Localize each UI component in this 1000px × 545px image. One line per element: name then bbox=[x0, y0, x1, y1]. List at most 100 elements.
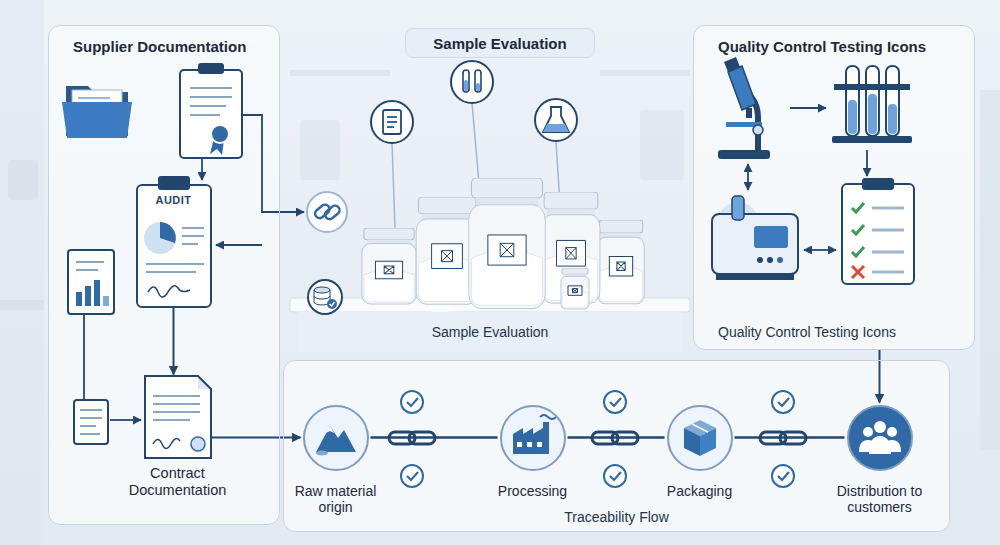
chain-link bbox=[780, 432, 806, 444]
step-ring bbox=[301, 403, 371, 473]
box-icon bbox=[692, 424, 708, 432]
results-clipboard bbox=[842, 184, 914, 284]
document-label: Contract Documentation bbox=[113, 465, 243, 500]
check-badge bbox=[772, 465, 794, 487]
database-icon bbox=[327, 299, 337, 309]
test-tube-icon bbox=[451, 61, 493, 103]
check-badge bbox=[604, 465, 626, 487]
contract-document-art bbox=[153, 439, 180, 449]
panel-ground bbox=[48, 25, 280, 525]
link-icon bbox=[307, 192, 347, 232]
audit-clipboard-art bbox=[136, 176, 212, 308]
check-badge bbox=[604, 391, 626, 413]
clipboard-outline bbox=[137, 185, 211, 307]
factory-icon bbox=[527, 442, 532, 447]
test-tube-rack bbox=[832, 136, 912, 143]
flow-arrow bbox=[804, 249, 836, 251]
flow-arrow bbox=[866, 150, 868, 176]
clipboard-label: AUDIT bbox=[136, 194, 212, 206]
step-label: Packaging bbox=[650, 483, 750, 499]
folder-icon bbox=[62, 86, 132, 138]
audit-clipboard-art bbox=[136, 184, 212, 308]
database-icon bbox=[314, 287, 330, 293]
chart-document bbox=[94, 280, 100, 306]
chart-document bbox=[103, 296, 109, 306]
certificate-icon bbox=[211, 125, 229, 143]
flow-arrow bbox=[84, 115, 304, 420]
contract-document-art bbox=[145, 376, 211, 458]
database-icon bbox=[314, 296, 330, 299]
results-clipboard bbox=[852, 203, 864, 256]
step-label: Processing bbox=[483, 483, 583, 499]
test-tube-rack bbox=[866, 66, 879, 136]
checklist-icon bbox=[383, 110, 401, 134]
checklist-icon bbox=[371, 101, 413, 143]
audit-clipboard: AUDIT bbox=[136, 176, 212, 308]
check-badge bbox=[407, 398, 418, 406]
folder-icon bbox=[78, 97, 110, 99]
check-badge bbox=[778, 472, 789, 480]
certificate-icon bbox=[180, 63, 242, 158]
sample-jar bbox=[362, 228, 416, 304]
check-badge bbox=[772, 391, 794, 413]
trace-step: Raw material origin bbox=[286, 403, 386, 515]
factory-icon bbox=[513, 422, 549, 454]
contract-document: Contract Documentation bbox=[113, 375, 243, 500]
check-badge bbox=[778, 398, 789, 406]
connector bbox=[735, 436, 845, 439]
database-icon bbox=[308, 280, 342, 314]
audit-clipboard-art bbox=[146, 228, 204, 272]
sample-jar bbox=[362, 178, 644, 312]
panel-caption: Quality Control Testing Icons bbox=[718, 324, 896, 341]
test-tube-icon bbox=[464, 80, 468, 91]
factory-icon bbox=[513, 415, 556, 454]
chain-link bbox=[409, 432, 435, 444]
chart-document bbox=[68, 250, 114, 314]
certificate-icon bbox=[190, 88, 232, 115]
certificate-icon bbox=[180, 70, 242, 158]
checklist-icon bbox=[387, 117, 397, 127]
sample-jar bbox=[469, 178, 546, 309]
flow-arrow bbox=[748, 108, 867, 250]
section-heading-text: Sample Evaluation bbox=[433, 35, 566, 52]
lab-backdrop bbox=[8, 160, 38, 200]
step-ring bbox=[498, 403, 568, 473]
microscope-icon bbox=[753, 125, 763, 135]
test-tube-icon bbox=[463, 70, 469, 92]
panel-ground bbox=[48, 25, 975, 532]
analyzer-icon bbox=[712, 196, 798, 280]
supplier-panel: Supplier DocumentationAUDIT Contract Docu… bbox=[48, 25, 280, 525]
analyzer-icon bbox=[754, 226, 788, 248]
test-tube-rack bbox=[886, 66, 899, 136]
test-tube-rack bbox=[888, 104, 897, 134]
analyzer-icon bbox=[712, 214, 798, 274]
lab-bench bbox=[298, 312, 682, 352]
check-badge bbox=[610, 398, 621, 406]
sample-jar bbox=[561, 268, 589, 309]
leader-line bbox=[392, 143, 395, 228]
flow-arrow bbox=[110, 419, 141, 421]
certificate-icon bbox=[198, 63, 224, 74]
mountain-icon bbox=[316, 426, 356, 456]
step-circle-fill bbox=[668, 406, 732, 470]
chain-link bbox=[389, 432, 806, 444]
trace-step: Processing bbox=[483, 403, 583, 499]
chart-document bbox=[76, 292, 82, 306]
audit-clipboard-art bbox=[144, 222, 176, 254]
audit-clipboard-art bbox=[160, 222, 176, 243]
small-document bbox=[80, 410, 102, 434]
test-tube-rack bbox=[832, 66, 912, 143]
mountain-icon bbox=[316, 426, 356, 452]
analyzer-icon bbox=[757, 257, 763, 263]
mountain-icon bbox=[326, 426, 334, 433]
chart-document bbox=[85, 286, 91, 306]
test-tube-rack bbox=[848, 100, 857, 134]
lab-backdrop bbox=[300, 120, 340, 180]
people-icon bbox=[859, 421, 901, 454]
panel-heading: Supplier Documentation bbox=[73, 38, 246, 56]
flask-icon bbox=[535, 99, 577, 141]
